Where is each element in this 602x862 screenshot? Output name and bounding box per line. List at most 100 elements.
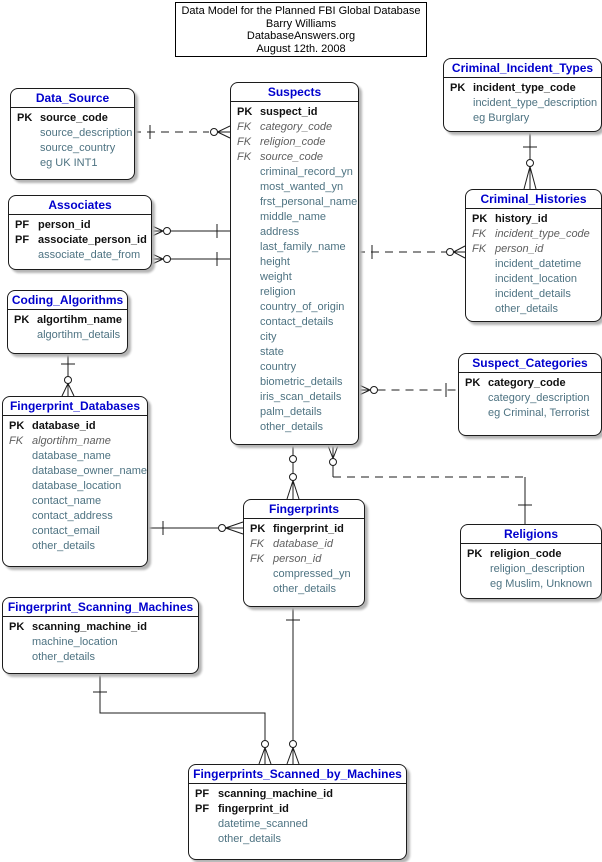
rel-data-source-suspects [133, 125, 231, 139]
rel-associates-suspects-2 [149, 252, 230, 266]
key-prefix: FK [237, 151, 252, 163]
attribute-row: other_details [468, 302, 599, 317]
attribute-row: incident_details [468, 287, 599, 302]
attribute-name: database_name [32, 450, 111, 462]
attribute-name: incident_type_description [473, 97, 598, 109]
attribute-name: religion [260, 286, 296, 298]
key-prefix [5, 509, 32, 524]
key-prefix: PK [250, 523, 266, 535]
key-prefix [461, 391, 488, 406]
attribute-name: country [260, 361, 297, 373]
key-prefix: PF [15, 234, 30, 246]
key-prefix: FK [472, 243, 487, 255]
attribute-row: frst_personal_name [233, 195, 358, 210]
attribute-row: last_family_name [233, 240, 356, 255]
attribute-name: algortihm_name [37, 314, 122, 326]
attribute-name: contact_address [32, 510, 113, 522]
key-prefix [233, 210, 260, 225]
key-prefix: PF [195, 803, 210, 815]
attribute-name: database_id [32, 420, 96, 432]
attribute-row: contact_address [5, 509, 145, 524]
attribute-row: other_details [5, 539, 145, 554]
attribute-name: scanning_machine_id [218, 788, 333, 800]
attribute-row: PK suspect_id [233, 105, 356, 120]
key-prefix [463, 577, 490, 592]
key-prefix [233, 255, 260, 270]
attribute-name: source_code [260, 151, 323, 163]
rel-suspects-fingerprints [286, 443, 300, 500]
key-prefix: FK [9, 435, 24, 447]
attribute-row: FK person_id [468, 242, 599, 257]
attribute-name: incident_type_code [495, 228, 590, 240]
attribute-name: contact_email [32, 525, 100, 537]
attribute-row: middle_name [233, 210, 356, 225]
attribute-row: database_location [5, 479, 145, 494]
attribute-row: eg Burglary [446, 111, 599, 126]
attribute-name: database_id [273, 538, 333, 550]
attribute-row: weight [233, 270, 356, 285]
attribute-name: incident_location [495, 273, 577, 285]
attribute-name: person_id [38, 219, 91, 231]
key-prefix [5, 479, 32, 494]
attribute-name: other_details [32, 540, 95, 552]
key-prefix [5, 464, 32, 479]
attribute-name: machine_location [32, 636, 118, 648]
key-prefix: PF [15, 219, 30, 231]
key-prefix: PK [467, 548, 483, 560]
attribute-row: most_wanted_yn [233, 180, 356, 195]
attribute-name: frst_personal_name [260, 196, 358, 208]
attribute-name: person_id [495, 243, 544, 255]
entity-title: Associates [9, 196, 151, 215]
diagram-date-line: August 12th. 2008 [256, 42, 346, 55]
key-prefix: PK [465, 377, 481, 389]
key-prefix [10, 328, 37, 343]
attribute-row: PF associate_person_id [11, 233, 149, 248]
key-prefix [233, 360, 260, 375]
attribute-row: other_details [5, 650, 196, 665]
entity-title: Data_Source [11, 89, 134, 108]
rel-fingerprint-databases-fingerprints [146, 521, 244, 535]
key-prefix [5, 635, 32, 650]
key-prefix [233, 420, 260, 435]
key-prefix: PF [195, 788, 210, 800]
attribute-name: eg Criminal, Terrorist [488, 407, 590, 419]
key-prefix [191, 832, 218, 847]
key-prefix [233, 180, 260, 195]
key-prefix: FK [237, 136, 252, 148]
attribute-name: incident_type_code [473, 82, 576, 94]
attribute-name: suspect_id [260, 106, 318, 118]
rel-suspects-religions [326, 442, 532, 524]
key-prefix: PK [17, 112, 33, 124]
attribute-name: datetime_scanned [218, 818, 308, 830]
key-prefix: PK [237, 106, 253, 118]
key-prefix [233, 225, 260, 240]
attribute-row: city [233, 330, 356, 345]
attribute-name: biometric_details [260, 376, 343, 388]
attribute-row: other_details [246, 582, 362, 597]
rel-coding-algorithms-fingerprint-databases [61, 352, 75, 397]
attribute-name: database_location [32, 480, 122, 492]
entity-title: Fingerprint_Scanning_Machines [3, 598, 198, 617]
key-prefix [446, 111, 473, 126]
attribute-row: eg Muslim, Unknown [463, 577, 599, 592]
key-prefix [246, 567, 273, 582]
attribute-name: other_details [32, 651, 95, 663]
attribute-row: height [233, 255, 356, 270]
attribute-row: category_description [461, 391, 599, 406]
attribute-row: address [233, 225, 356, 240]
attribute-name: associate_person_id [38, 234, 147, 246]
key-prefix [5, 524, 32, 539]
entity-title: Suspect_Categories [459, 354, 601, 373]
